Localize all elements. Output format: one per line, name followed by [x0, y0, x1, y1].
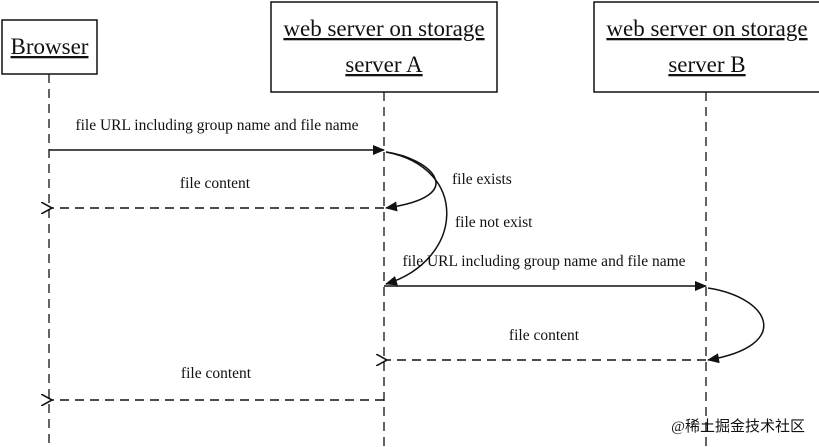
- actor-browser-label: Browser: [11, 34, 89, 59]
- message-response-to-server-a: file content: [387, 327, 706, 360]
- actor-server-b-line2: server B: [668, 52, 745, 77]
- actor-server-a: web server on storage server A: [270, 1, 498, 93]
- actor-server-b: web server on storage server B: [593, 1, 819, 93]
- actor-browser: Browser: [1, 19, 98, 75]
- message-response-to-browser-2: file content: [52, 365, 384, 400]
- actor-server-b-line1: web server on storage: [606, 16, 807, 41]
- note-file-exists: file exists: [452, 171, 512, 188]
- actor-server-a-line1: web server on storage: [283, 16, 484, 41]
- message-request-to-server-a: file URL including group name and file n…: [49, 117, 385, 155]
- message-label: file URL including group name and file n…: [402, 253, 685, 270]
- note-file-not-exist: file not exist: [455, 214, 533, 231]
- message-label: file content: [181, 365, 252, 382]
- actor-server-a-line2: server A: [345, 52, 423, 77]
- message-response-to-browser-1: file content: [52, 175, 384, 208]
- message-label: file content: [509, 327, 580, 344]
- self-loop-server-b: [707, 287, 765, 364]
- message-label: file URL including group name and file n…: [75, 117, 358, 134]
- self-loop-file-not-exist: [385, 151, 448, 286]
- message-label: file content: [180, 175, 251, 192]
- message-request-to-server-b: file URL including group name and file n…: [384, 253, 707, 291]
- watermark: @稀土掘金技术社区: [671, 418, 805, 435]
